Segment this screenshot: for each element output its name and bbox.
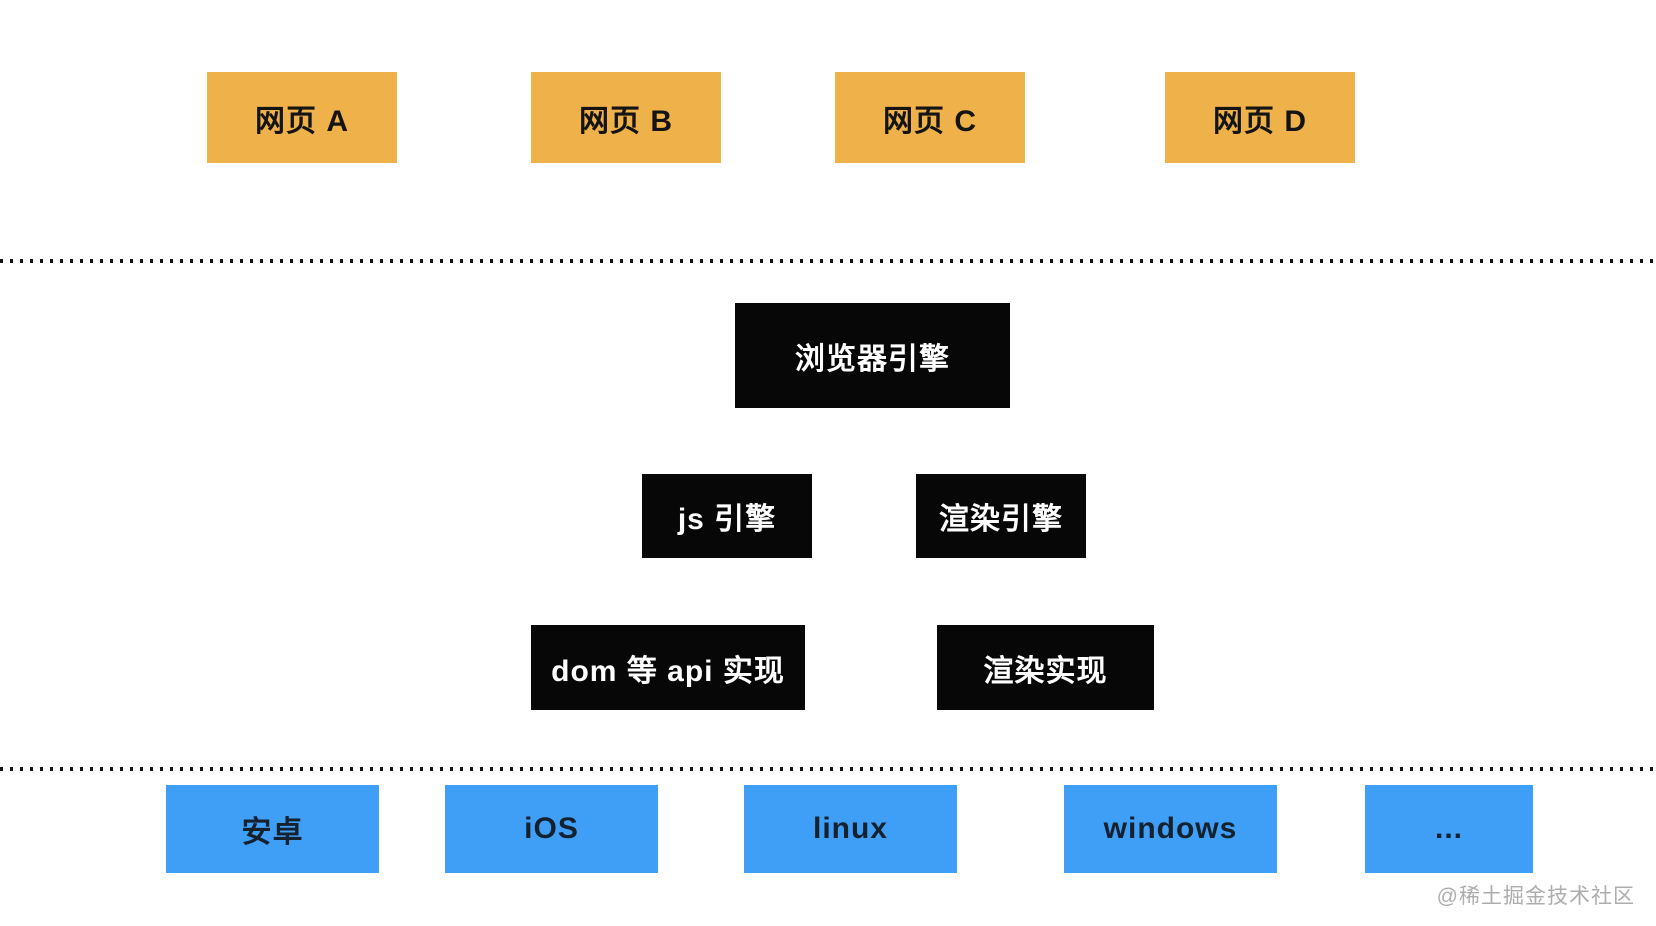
box-os-windows: windows (1064, 785, 1277, 873)
box-os-more: ... (1365, 785, 1533, 873)
box-dom-api-implementation: dom 等 api 实现 (531, 625, 805, 710)
box-os-linux: linux (744, 785, 957, 873)
watermark-juejin-community: @稀土掘金技术社区 (1436, 885, 1635, 908)
box-os-ios: iOS (445, 785, 658, 873)
box-os-android: 安卓 (166, 785, 379, 873)
box-webpage-d: 网页 D (1165, 72, 1355, 163)
box-webpage-c: 网页 C (835, 72, 1025, 163)
box-render-engine: 渲染引擎 (916, 474, 1086, 558)
box-browser-engine: 浏览器引擎 (735, 303, 1010, 408)
box-js-engine: js 引擎 (642, 474, 812, 558)
box-render-implementation: 渲染实现 (937, 625, 1154, 710)
box-webpage-a: 网页 A (207, 72, 397, 163)
divider-engine-os (0, 767, 1656, 771)
box-webpage-b: 网页 B (531, 72, 721, 163)
divider-web-engine (0, 259, 1656, 263)
